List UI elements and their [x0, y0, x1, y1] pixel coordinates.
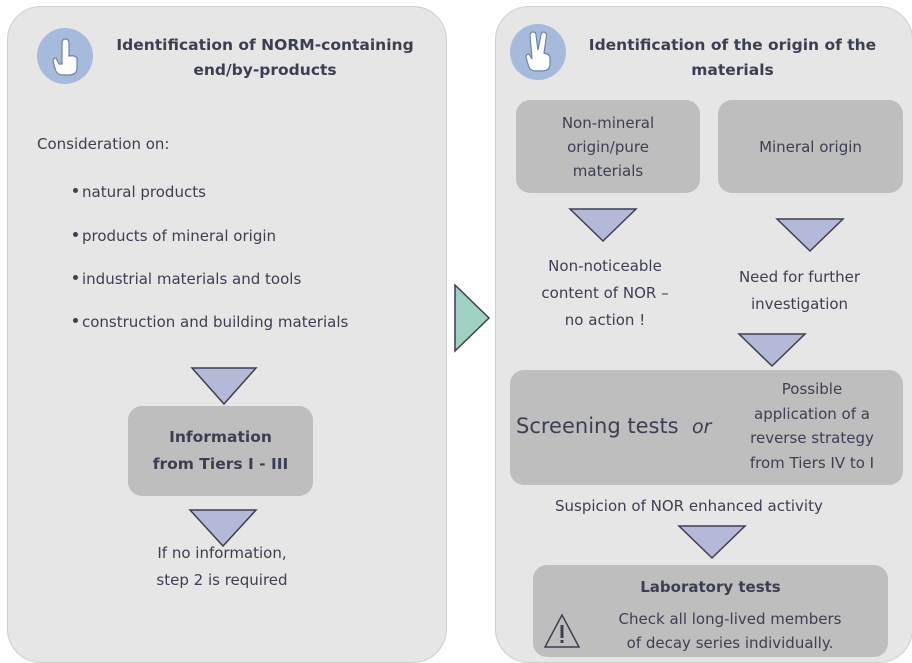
reverse-strategy-text: Possible application of a reverse strate… [749, 380, 875, 472]
consideration-label: Consideration on: [37, 135, 170, 153]
list-item: natural products [73, 183, 206, 201]
list-item: industrial materials and tools [73, 270, 301, 288]
down-arrow-icon [568, 208, 638, 243]
suspicion-text: Suspicion of NOR enhanced activity [555, 497, 823, 515]
laboratory-tests-box: Laboratory tests Check all long-lived me… [533, 565, 888, 657]
warning-triangle-icon [543, 613, 581, 648]
step2-title: Identification of the origin of the mate… [588, 36, 877, 79]
non-mineral-origin-box: Non-mineral origin/pure materials [516, 100, 700, 193]
down-arrow-icon [677, 525, 747, 560]
no-action-text: Non-noticeable content of NOR – no actio… [541, 257, 669, 329]
lab-title: Laboratory tests [640, 578, 781, 596]
or-label: or [691, 416, 712, 438]
screening-tests-label: Screening tests or [516, 414, 712, 438]
one-finger-hand-icon [37, 28, 93, 84]
list-item: products of mineral origin [73, 227, 276, 245]
list-item: construction and building materials [73, 313, 348, 331]
lab-text: Check all long-lived members of decay se… [618, 610, 842, 652]
info-tiers-box: Information from Tiers I - III [128, 406, 313, 496]
down-arrow-icon [737, 333, 807, 368]
step1-note: If no information, step 2 is required [156, 544, 288, 589]
mineral-origin-box: Mineral origin [718, 100, 903, 193]
step1-panel [7, 6, 447, 663]
right-arrow-triangle-icon [454, 283, 491, 353]
step1-title: Identification of NORM-containing end/by… [116, 36, 414, 79]
down-arrow-icon [188, 509, 258, 548]
screening-box: Screening tests or Possible application … [510, 370, 903, 485]
two-finger-hand-icon [510, 24, 566, 80]
further-investigation-text: Need for further investigation [738, 268, 861, 313]
down-arrow-icon [190, 367, 258, 406]
down-arrow-icon [775, 218, 845, 253]
